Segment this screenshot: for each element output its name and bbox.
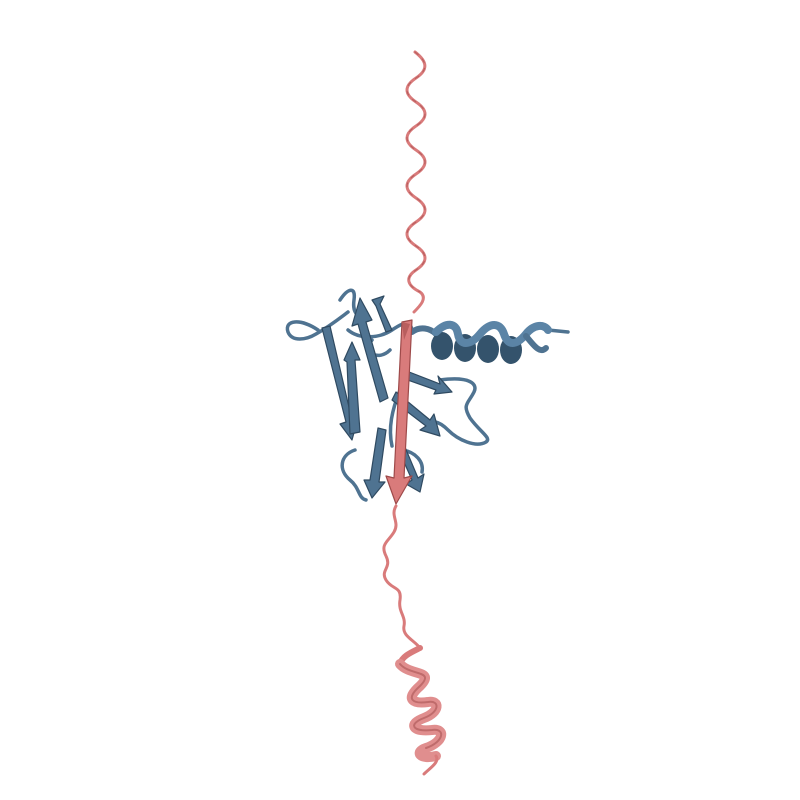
loop-left-top bbox=[285, 310, 350, 341]
strand-3 bbox=[351, 297, 389, 403]
helix-a-turn-1 bbox=[431, 332, 453, 360]
strand-8 bbox=[371, 295, 393, 333]
strand-4 bbox=[363, 427, 387, 499]
loop-bottom-left bbox=[340, 448, 368, 502]
strand-2 bbox=[343, 341, 361, 435]
helix-a-turn-3 bbox=[477, 335, 499, 363]
chain-b-top-coil-shade bbox=[406, 51, 426, 293]
helix-a bbox=[409, 320, 552, 364]
chain-b bbox=[382, 50, 446, 776]
chain-b-central-strand bbox=[385, 319, 413, 505]
helix-a-ribbon bbox=[432, 320, 552, 347]
helix-b bbox=[395, 645, 446, 776]
loop-right bbox=[426, 377, 490, 446]
chain-b-strand-top bbox=[402, 322, 410, 340]
chain-b-bottom-coil bbox=[382, 504, 422, 650]
helix-b-edge bbox=[399, 663, 442, 749]
helix-b-tail bbox=[422, 754, 439, 776]
helix-a-end bbox=[523, 333, 549, 354]
